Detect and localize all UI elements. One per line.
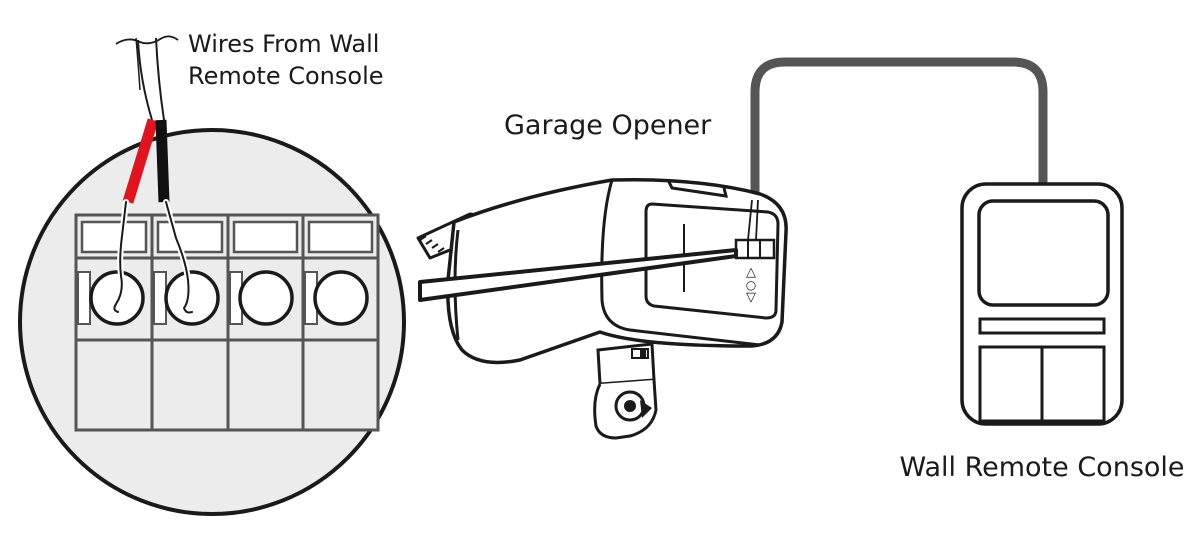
wires-label-line2: Remote Console (188, 62, 384, 90)
console-bar (978, 317, 1106, 335)
wall-remote-console (960, 182, 1124, 426)
console-cable (750, 57, 1048, 205)
wire-frayed-end (115, 35, 179, 45)
opener-front-face (600, 179, 761, 347)
up-arrow-icon: △ (746, 265, 756, 280)
terminal-4-screw (313, 270, 369, 326)
console-button-left (978, 345, 1044, 423)
wire-sheath-left (137, 39, 153, 121)
red-wire (122, 118, 159, 204)
zoom-cone (418, 248, 738, 302)
opener-terminal-block (734, 238, 776, 260)
light-icon: ○ (746, 278, 756, 292)
opener-top-edge (666, 179, 728, 198)
opener-rail-teeth (419, 235, 445, 253)
wire-sheath-right (155, 37, 165, 121)
terminal-3-screw (238, 270, 294, 326)
magnified-terminal-view (18, 128, 406, 516)
terminal-1-tab (80, 220, 148, 254)
wall-remote-console-label: Wall Remote Console (899, 452, 1184, 483)
wall-console-wires (111, 35, 195, 316)
terminal-2-screw (164, 270, 220, 326)
terminal-2-tab (156, 220, 224, 254)
terminal-3-tab (232, 220, 299, 254)
terminal-4-tab (307, 220, 374, 254)
garage-opener-label: Garage Opener (504, 110, 712, 141)
down-arrow-icon: ▽ (746, 290, 756, 305)
black-wire (155, 119, 170, 203)
console-display (977, 199, 1110, 307)
opener-trolley (593, 342, 658, 440)
garage-opener: △ ○ ▽ (416, 178, 788, 440)
wires-label-line1: Wires From Wall (188, 30, 379, 58)
opener-wire-b (755, 199, 759, 241)
opener-wire-a (747, 199, 753, 241)
console-button-right (1040, 345, 1106, 423)
